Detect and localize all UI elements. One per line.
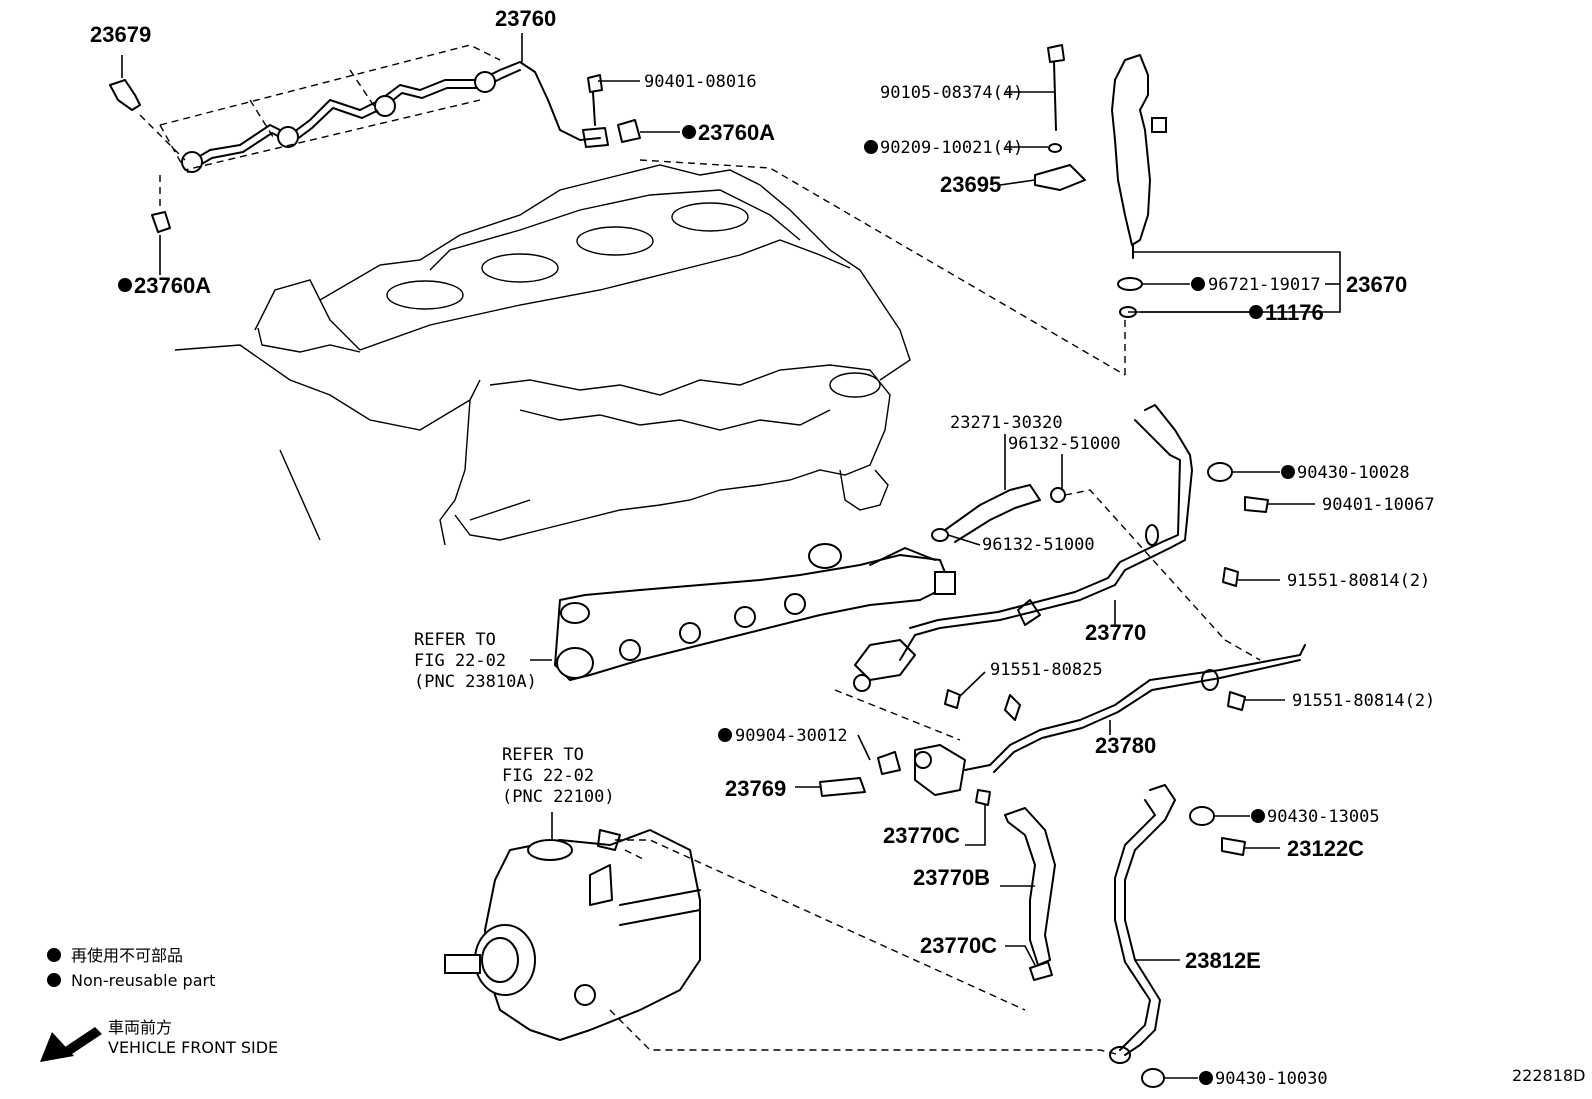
svg-text:90105-08374(4): 90105-08374(4) bbox=[880, 83, 1023, 103]
svg-text:FIG 22-02: FIG 22-02 bbox=[502, 766, 594, 786]
svg-text:11176: 11176 bbox=[1265, 300, 1324, 325]
svg-text:FIG 22-02: FIG 22-02 bbox=[414, 651, 506, 671]
callout-23760a-upper: 23760A bbox=[682, 120, 775, 145]
callout-90430-10028: 90430-10028 bbox=[1281, 463, 1410, 483]
callout-23760a-lower: 23760A bbox=[118, 273, 211, 298]
callout-96132-51000-upper: 96132-51000 bbox=[1008, 434, 1121, 454]
reference-note-pump: REFER TO FIG 22-02 (PNC 22100) bbox=[502, 745, 615, 807]
callout-23679: 23679 bbox=[90, 22, 151, 47]
svg-text:90209-10021(4): 90209-10021(4) bbox=[880, 138, 1023, 158]
svg-text:23780: 23780 bbox=[1095, 733, 1156, 758]
callout-23271-30320: 23271-30320 bbox=[950, 413, 1063, 433]
callout-23695: 23695 bbox=[940, 172, 1001, 197]
svg-text:(PNC 23810A): (PNC 23810A) bbox=[414, 672, 537, 692]
non-reusable-dot-icon bbox=[47, 948, 61, 962]
callout-23760: 23760 bbox=[495, 6, 556, 31]
arrow-down-left-icon bbox=[40, 1027, 102, 1062]
callout-91551-80814-upper: 91551-80814(2) bbox=[1287, 571, 1430, 591]
callout-11176: 11176 bbox=[1249, 300, 1324, 325]
non-reusable-dot-icon bbox=[1281, 465, 1295, 479]
svg-text:REFER TO: REFER TO bbox=[502, 745, 584, 765]
svg-text:23271-30320: 23271-30320 bbox=[950, 413, 1063, 433]
parts-drawing bbox=[109, 44, 1306, 1088]
non-reusable-dot-icon bbox=[682, 125, 696, 139]
svg-text:96132-51000: 96132-51000 bbox=[1008, 434, 1121, 454]
non-reusable-dot-icon bbox=[1249, 305, 1263, 319]
svg-text:91551-80814(2): 91551-80814(2) bbox=[1292, 691, 1435, 711]
svg-text:96721-19017: 96721-19017 bbox=[1208, 275, 1321, 295]
svg-text:23670: 23670 bbox=[1346, 272, 1407, 297]
reference-note-rail: REFER TO FIG 22-02 (PNC 23810A) bbox=[414, 630, 537, 692]
callout-90401-10067: 90401-10067 bbox=[1322, 495, 1435, 515]
callout-23812e: 23812E bbox=[1185, 948, 1261, 973]
svg-text:91551-80825: 91551-80825 bbox=[990, 660, 1103, 680]
callout-91551-80825: 91551-80825 bbox=[990, 660, 1103, 680]
svg-text:(PNC 22100): (PNC 22100) bbox=[502, 787, 615, 807]
svg-text:23679: 23679 bbox=[90, 22, 151, 47]
callout-96721-19017: 96721-19017 bbox=[1191, 275, 1321, 295]
svg-text:90401-08016: 90401-08016 bbox=[644, 72, 757, 92]
callout-23770c-upper: 23770C bbox=[883, 823, 960, 848]
non-reusable-dot-icon bbox=[718, 728, 732, 742]
svg-text:96132-51000: 96132-51000 bbox=[982, 535, 1095, 555]
non-reusable-dot-icon bbox=[1191, 277, 1205, 291]
figure-code: 222818D bbox=[1512, 1066, 1585, 1085]
callout-90430-10030: 90430-10030 bbox=[1199, 1069, 1328, 1089]
svg-text:90430-10030: 90430-10030 bbox=[1215, 1069, 1328, 1089]
svg-text:REFER TO: REFER TO bbox=[414, 630, 496, 650]
svg-text:23122C: 23122C bbox=[1287, 836, 1364, 861]
svg-text:90430-13005: 90430-13005 bbox=[1267, 807, 1380, 827]
legend-front-jp: 車両前方 bbox=[108, 1018, 172, 1037]
non-reusable-dot-icon bbox=[118, 278, 132, 292]
svg-text:91551-80814(2): 91551-80814(2) bbox=[1287, 571, 1430, 591]
svg-text:23770B: 23770B bbox=[913, 865, 990, 890]
callout-96132-51000-lower: 96132-51000 bbox=[982, 535, 1095, 555]
svg-text:23769: 23769 bbox=[725, 776, 786, 801]
callout-90401-08016: 90401-08016 bbox=[644, 72, 757, 92]
callout-90209-10021: 90209-10021(4) bbox=[864, 138, 1023, 158]
callout-23770b: 23770B bbox=[913, 865, 990, 890]
non-reusable-dot-icon bbox=[1199, 1071, 1213, 1085]
legend-non-reusable-en: Non-reusable part bbox=[71, 971, 215, 990]
svg-text:23695: 23695 bbox=[940, 172, 1001, 197]
callout-23122c: 23122C bbox=[1287, 836, 1364, 861]
engine-block-drawing bbox=[174, 164, 911, 546]
svg-text:23770C: 23770C bbox=[883, 823, 960, 848]
non-reusable-dot-icon bbox=[47, 973, 61, 987]
callout-23769: 23769 bbox=[725, 776, 786, 801]
svg-text:23760A: 23760A bbox=[698, 120, 775, 145]
svg-text:90430-10028: 90430-10028 bbox=[1297, 463, 1410, 483]
callout-90430-13005: 90430-13005 bbox=[1251, 807, 1380, 827]
callout-23670: 23670 bbox=[1346, 272, 1407, 297]
svg-text:23760: 23760 bbox=[495, 6, 556, 31]
legend-non-reusable-jp: 再使用不可部品 bbox=[71, 946, 183, 965]
svg-text:23770: 23770 bbox=[1085, 620, 1146, 645]
callout-23770c-lower: 23770C bbox=[920, 933, 997, 958]
non-reusable-dot-icon bbox=[864, 140, 878, 154]
non-reusable-dot-icon bbox=[1251, 809, 1265, 823]
svg-text:23770C: 23770C bbox=[920, 933, 997, 958]
legend-front-en: VEHICLE FRONT SIDE bbox=[108, 1038, 278, 1057]
svg-text:90904-30012: 90904-30012 bbox=[735, 726, 848, 746]
svg-text:23812E: 23812E bbox=[1185, 948, 1261, 973]
callout-23770: 23770 bbox=[1085, 620, 1146, 645]
legend: 再使用不可部品 Non-reusable part 車両前方 VEHICLE F… bbox=[40, 946, 278, 1062]
callouts: 23679 23760 90401-08016 23760A 23760A 90… bbox=[90, 6, 1435, 1089]
callout-90105-08374: 90105-08374(4) bbox=[880, 83, 1023, 103]
callout-23780: 23780 bbox=[1095, 733, 1156, 758]
svg-text:90401-10067: 90401-10067 bbox=[1322, 495, 1435, 515]
callout-90904-30012: 90904-30012 bbox=[718, 726, 848, 746]
leader-lines bbox=[121, 33, 1341, 1079]
callout-91551-80814-lower: 91551-80814(2) bbox=[1292, 691, 1435, 711]
svg-text:23760A: 23760A bbox=[134, 273, 211, 298]
